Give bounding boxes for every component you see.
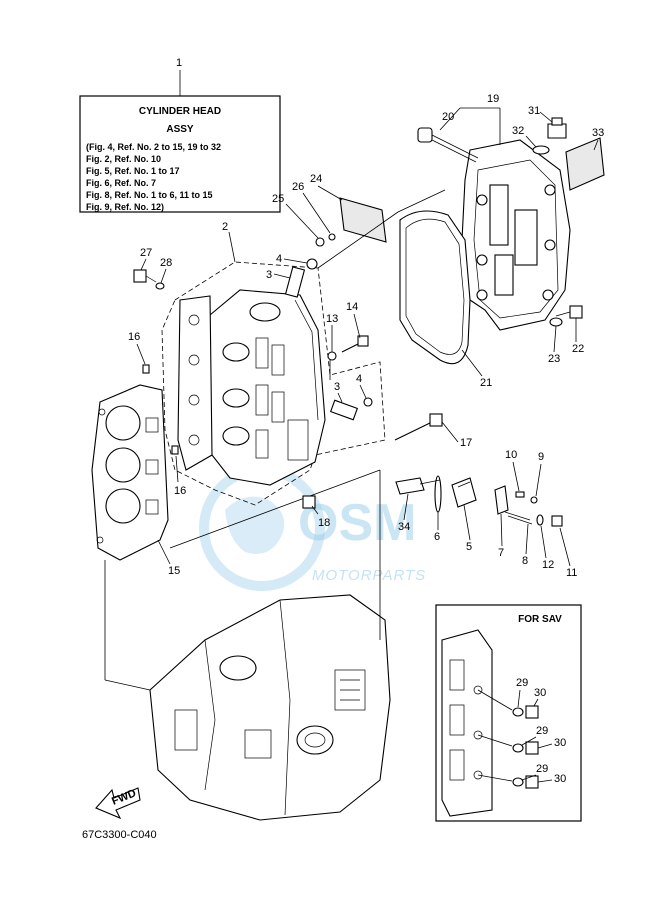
info-box-line: Fig. 6, Ref. No. 7 [86, 178, 156, 188]
head-plate-gasket [177, 295, 213, 471]
cylinder-head-gasket-part-15 [91, 384, 169, 561]
washer-part-28 [155, 282, 165, 290]
callout-4: 4 [356, 373, 362, 385]
oring-part-4-upper [306, 258, 318, 270]
washer-part-23 [549, 317, 563, 327]
callout-29: 29 [516, 677, 528, 689]
callout-30: 30 [554, 773, 566, 785]
callout-19: 19 [487, 93, 499, 105]
washer-part-26 [328, 233, 336, 241]
callout-2: 2 [222, 221, 228, 233]
callout-20: 20 [442, 111, 454, 123]
callout-29: 29 [536, 725, 548, 737]
callout-29: 29 [536, 763, 548, 775]
cylinder-head-cover [439, 139, 571, 331]
for-sav-inset: FOR SAV [435, 604, 582, 822]
dowel-part-16-lower [171, 445, 179, 455]
info-box-line: Fig. 9, Ref. No. 12) [86, 202, 164, 212]
sleeve-part-3-lower [329, 399, 359, 421]
washer-part-13 [327, 351, 337, 361]
callout-18: 18 [318, 517, 330, 529]
callout-25: 25 [272, 193, 284, 205]
callout-3: 3 [334, 381, 340, 393]
callout-14: 14 [346, 301, 358, 313]
sleeve-part-3-upper [284, 266, 306, 298]
bolt-part-14 [341, 335, 369, 353]
bolt-part-22 [555, 305, 583, 319]
callout-28: 28 [160, 257, 172, 269]
washer-part-12 [536, 514, 544, 526]
callout-34: 34 [398, 521, 410, 533]
info-box-subtitle: ASSY [166, 124, 194, 135]
assembly-info-box: CYLINDER HEAD ASSY (Fig. 4, Ref. No. 2 t… [79, 70, 281, 213]
callout-4: 4 [276, 253, 282, 265]
callout-16: 16 [128, 331, 140, 343]
callout-1: 1 [176, 57, 182, 69]
thermostat-cover-part-5 [451, 477, 477, 508]
callout-16: 16 [174, 485, 186, 497]
fwd-arrow-icon: FWD [95, 787, 141, 820]
bolt-part-11 [551, 515, 563, 527]
callout-26: 26 [292, 181, 304, 193]
callout-9: 9 [538, 451, 544, 463]
callout-8: 8 [522, 555, 528, 567]
callout-22: 22 [572, 343, 584, 355]
plate-part-24 [339, 197, 387, 243]
gasket-part-32 [532, 145, 550, 155]
info-box-title: CYLINDER HEAD [139, 106, 221, 117]
callout-30: 30 [554, 737, 566, 749]
callout-32: 32 [512, 125, 524, 137]
callout-3: 3 [266, 269, 272, 281]
callout-labels: 1 2 3 4 3 4 5 6 7 8 9 10 11 12 13 14 15 … [128, 57, 604, 785]
info-box-line: Fig. 2, Ref. No. 10 [86, 154, 161, 164]
cylinder-head-assembly-outline [161, 261, 386, 506]
screw-part-25 [315, 237, 325, 247]
diagram-code: 67C3300-C040 [82, 829, 157, 841]
callout-31: 31 [528, 105, 540, 117]
pin-part-10 [515, 491, 525, 498]
cylinder-head-body [204, 289, 326, 486]
cylinder-block [149, 594, 391, 821]
label-part-33 [565, 137, 605, 191]
callout-17: 17 [460, 437, 472, 449]
callout-23: 23 [548, 353, 560, 365]
callout-21: 21 [480, 377, 492, 389]
watermark-brand: OSM [298, 494, 416, 552]
dowel-part-16-upper [142, 364, 150, 374]
callout-33: 33 [592, 127, 604, 139]
info-box-line: Fig. 8, Ref. No. 1 to 6, 11 to 15 [86, 190, 213, 200]
watermark-sub: MOTORPARTS [312, 567, 426, 584]
callout-11: 11 [566, 567, 577, 579]
callout-5: 5 [466, 541, 472, 553]
bolt-part-18 [302, 495, 316, 509]
clip-part-9 [530, 496, 538, 504]
callout-24: 24 [310, 173, 322, 185]
callout-12: 12 [542, 559, 554, 571]
callout-27: 27 [140, 247, 152, 259]
head-cover-gasket-part-21 [399, 210, 471, 365]
info-box-line: (Fig. 4, Ref. No. 2 to 15, 19 to 32 [86, 142, 221, 152]
bolt-part-17 [394, 413, 443, 441]
gasket-part-6 [434, 475, 442, 513]
callout-30: 30 [534, 687, 546, 699]
callout-6: 6 [434, 531, 440, 543]
callout-7: 7 [498, 547, 504, 559]
bolt-part-27 [133, 269, 157, 283]
oring-part-4-lower [363, 397, 373, 407]
info-box-line: Fig. 5, Ref. No. 1 to 17 [86, 166, 180, 176]
thermostat-part-7 [494, 485, 509, 515]
bolt-part-20 [417, 127, 479, 163]
spring-part-8 [504, 511, 533, 525]
callout-13: 13 [326, 313, 338, 325]
callout-15: 15 [168, 565, 180, 577]
watermark-logo: OSM MOTORPARTS [199, 465, 426, 591]
callout-10: 10 [505, 449, 517, 461]
inset-title: FOR SAV [518, 614, 562, 625]
sensor-part-34 [395, 477, 441, 495]
